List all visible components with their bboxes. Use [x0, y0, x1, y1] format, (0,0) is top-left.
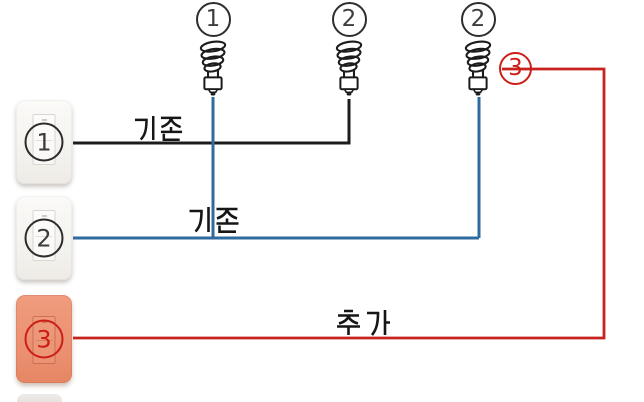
label-existing-1: 기존: [134, 115, 184, 142]
label-added-text: 추가: [336, 307, 386, 343]
label-existing-2-text: 기존: [187, 204, 237, 240]
switch-1: 1: [16, 100, 72, 184]
bulb-1-number-badge: 1: [195, 2, 231, 37]
cfl-bulb-icon: [464, 40, 492, 96]
switch-2-number-badge: 2: [24, 218, 64, 258]
label-existing-1-text: 기존: [134, 113, 184, 149]
cfl-bulb-icon: [335, 40, 363, 96]
switch-4-partial: [17, 394, 62, 402]
bulb-3-circuit-tag: 3: [499, 52, 532, 85]
switch-3-number-badge: 3: [24, 319, 64, 359]
switch-1-number-badge: 1: [24, 122, 64, 162]
wire-switch3-added: [73, 67, 606, 340]
cfl-bulb-icon: [199, 40, 227, 96]
label-added: 추가: [336, 309, 390, 336]
bulb-1: 1: [193, 2, 233, 96]
label-existing-2-glyphs: [189, 207, 239, 233]
label-added-glyphs: [337, 309, 390, 336]
switch-3: 3: [16, 295, 72, 383]
bulb-3-number-badge: 2: [460, 2, 496, 37]
bulb-2-number-badge: 2: [331, 2, 367, 37]
label-existing-2: 기존: [187, 206, 242, 233]
bulb-2: 2: [329, 2, 369, 96]
bulb-3: 2: [458, 2, 498, 96]
wire-switch1-existing: [73, 99, 351, 145]
label-existing-1-glyphs: [134, 115, 183, 141]
wire-switch2-existing: [73, 97, 481, 240]
switch-2: 2: [16, 196, 72, 280]
